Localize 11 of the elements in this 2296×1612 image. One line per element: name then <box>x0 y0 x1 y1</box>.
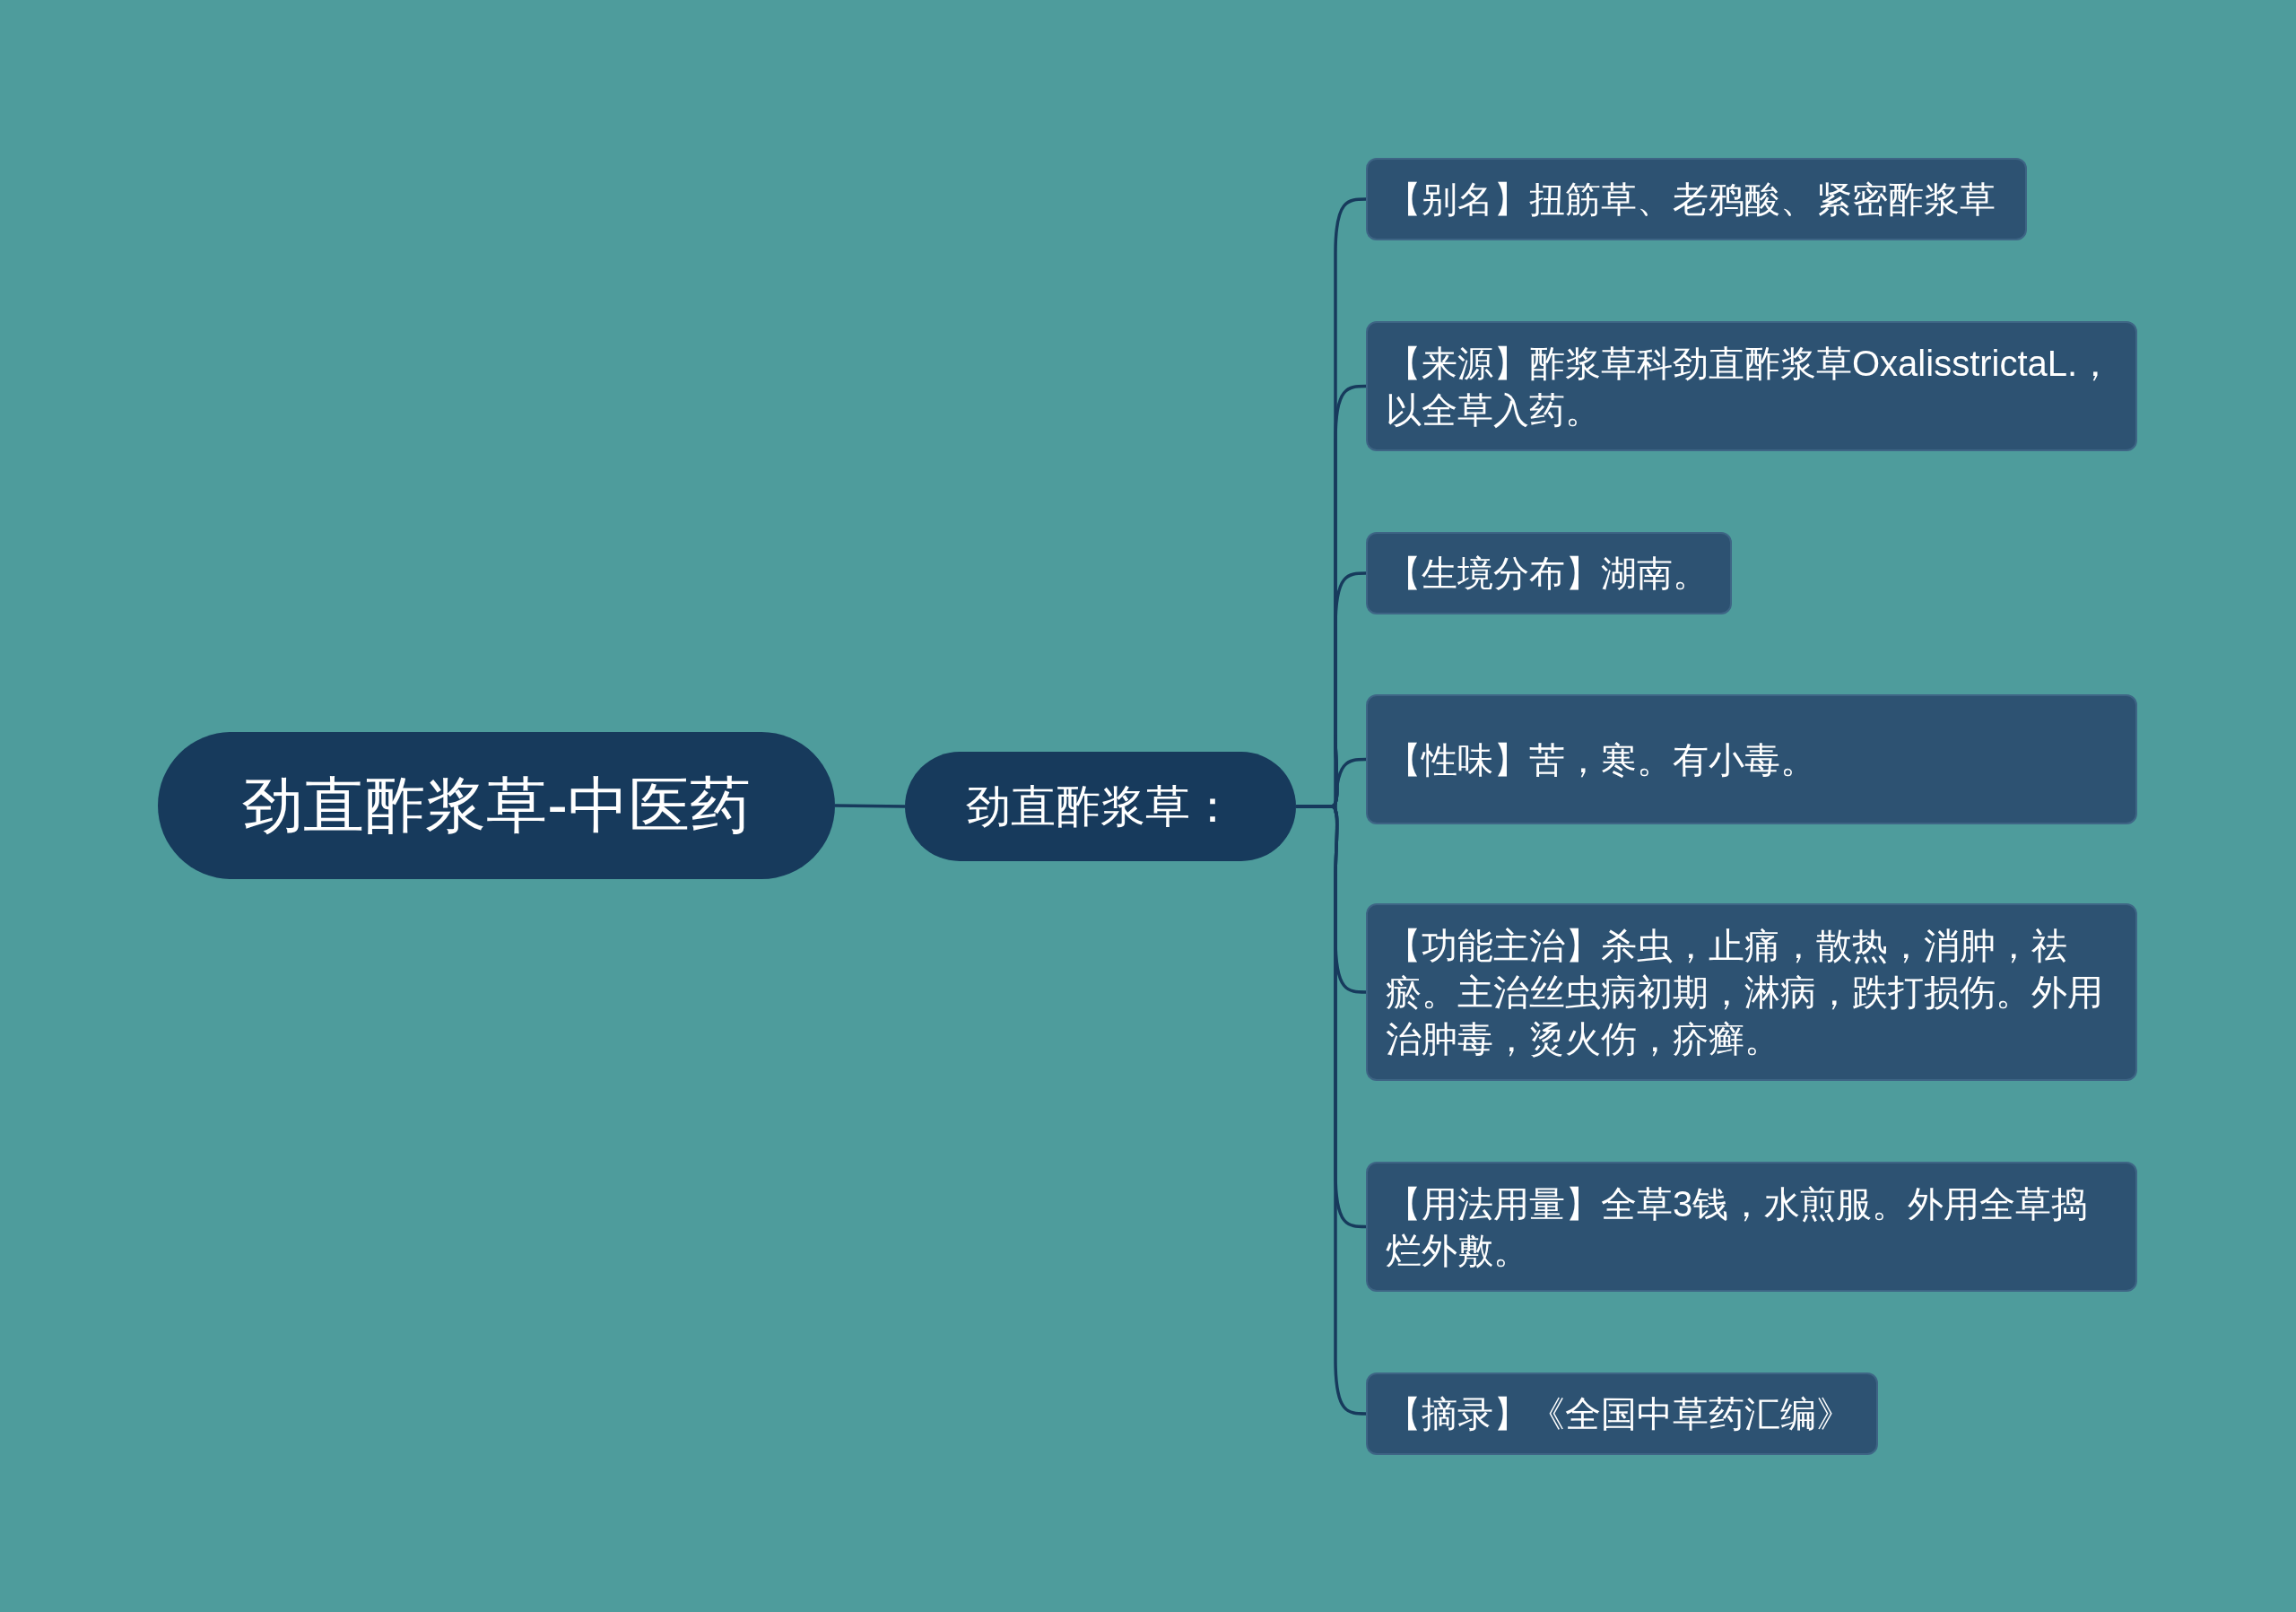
title-pill: 劲直酢浆草-中医药 <box>158 732 835 879</box>
connector-line <box>834 804 906 808</box>
info-box: 【来源】酢浆草科劲直酢浆草OxalisstrictaL.，以全草入药。 <box>1366 321 2137 451</box>
topic-pill: 劲直酢浆草： <box>905 752 1296 861</box>
info-box: 【性味】苦，寒。有小毒。 <box>1366 694 2137 824</box>
info-box: 【摘录】《全国中草药汇编》 <box>1366 1372 1878 1455</box>
info-box: 【功能主治】杀虫，止痛，散热，消肿，祛瘀。主治丝虫病初期，淋病，跌打损伤。外用治肿毒，烫火伤，疥癣。 <box>1366 903 2137 1081</box>
connector-line <box>1296 733 1366 815</box>
info-box: 【用法用量】全草3钱，水煎服。外用全草捣烂外敷。 <box>1366 1162 2137 1292</box>
info-box: 【生境分布】湖南。 <box>1366 532 1732 614</box>
info-box: 【别名】扭筋草、老鸦酸、紧密酢浆草 <box>1366 158 2027 240</box>
